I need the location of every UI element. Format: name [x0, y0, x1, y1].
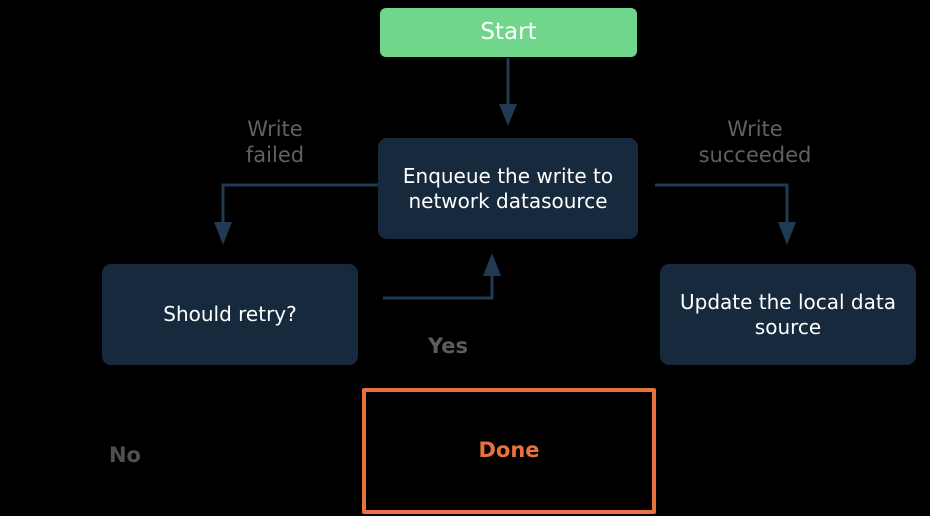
- node-start[interactable]: Start: [380, 8, 637, 57]
- edge-enqueue-to-retry: [214, 183, 378, 245]
- edge-label-yes: Yes: [427, 334, 469, 358]
- node-enqueue-write[interactable]: Enqueue the write to network datasource: [378, 138, 638, 239]
- edge-label-no: No: [108, 443, 141, 467]
- edge-start-to-enqueue: [499, 58, 517, 126]
- edge-label-write-failed: Write failed: [245, 117, 305, 167]
- node-should-retry[interactable]: Should retry?: [102, 264, 358, 365]
- edge-retry-to-enqueue: [383, 253, 501, 300]
- edge-enqueue-to-update: [655, 183, 796, 245]
- node-done[interactable]: Done: [362, 388, 656, 514]
- edge-label-write-succeeded: Write succeeded: [698, 117, 812, 167]
- node-update-local-data-source[interactable]: Update the local data source: [660, 264, 916, 365]
